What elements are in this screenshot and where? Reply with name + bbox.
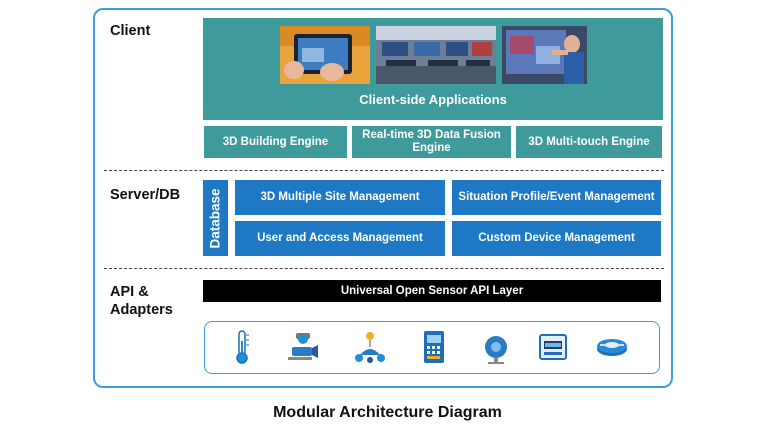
- cctv-camera-icon: [282, 327, 322, 367]
- section-label-api-line2: Adapters: [110, 302, 173, 318]
- diagram-caption: Modular Architecture Diagram: [273, 404, 502, 421]
- ip-camera-network-icon: [350, 327, 390, 367]
- database-label: Database: [208, 187, 224, 249]
- multitouch-photo: [502, 26, 587, 84]
- section-label-client: Client: [110, 23, 151, 39]
- client-applications-label: Client-side Applications: [359, 92, 507, 107]
- engine-3d-building: 3D Building Engine: [204, 126, 347, 158]
- power-meter-icon: [533, 327, 573, 367]
- control-room-photo: [376, 26, 496, 84]
- smoke-detector-icon: [592, 327, 632, 367]
- engine-realtime-data-fusion: Real-time 3D Data Fusion Engine: [352, 126, 511, 158]
- divider-server-api: [104, 268, 664, 269]
- section-label-api-line1: API &: [110, 284, 149, 300]
- thermometer-icon: [222, 327, 262, 367]
- engine-3d-multitouch: 3D Multi-touch Engine: [516, 126, 662, 158]
- module-multiple-site-management: 3D Multiple Site Management: [235, 180, 445, 215]
- api-layer-bar: Universal Open Sensor API Layer: [203, 280, 661, 302]
- database-bar: [203, 180, 228, 256]
- section-label-server: Server/DB: [110, 187, 181, 203]
- motion-sensor-icon: [476, 327, 516, 367]
- module-situation-profile: Situation Profile/Event Management: [452, 180, 661, 215]
- module-custom-device-management: Custom Device Management: [452, 221, 661, 256]
- access-control-panel-icon: [414, 327, 454, 367]
- divider-client-server: [104, 170, 664, 171]
- database-label-wrap: Database: [203, 180, 228, 256]
- module-user-access-management: User and Access Management: [235, 221, 445, 256]
- tablet-photo: [280, 26, 370, 84]
